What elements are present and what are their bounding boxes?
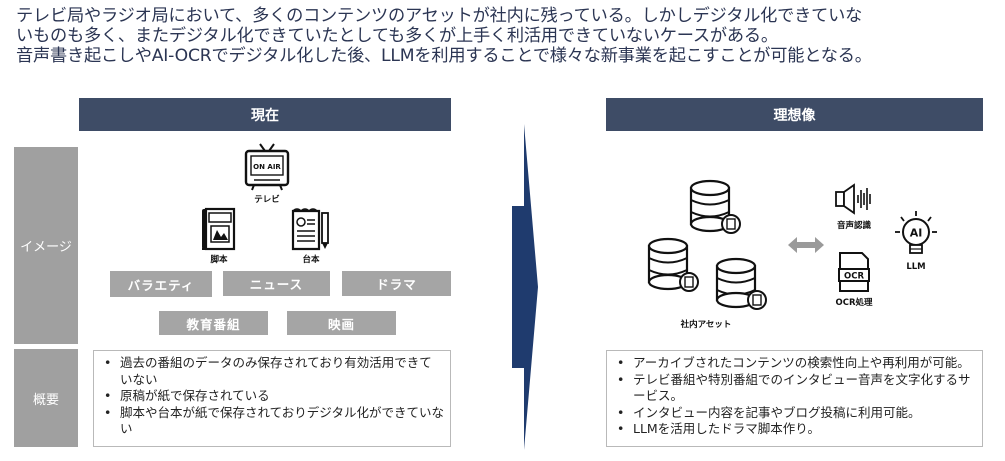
ideal-summary-item: テレビ番組や特別番組でのインタビュー音声を文字化するサービス。 (611, 372, 976, 405)
side-label-summary: 概要 (14, 349, 78, 447)
ideal-summary-item: LLMを活用したドラマ脚本作り。 (611, 421, 976, 438)
current-summary-item: 脚本や台本が紙で保存されておりデジタル化ができていない (98, 405, 444, 438)
ai-bulb-text: AI (910, 227, 923, 240)
assets-label: 社内アセット (680, 320, 732, 330)
database-assets-icon (647, 179, 767, 310)
speech-label: 音声認識 (836, 221, 871, 231)
current-summary-item: 原稿が紙で保存されている (98, 388, 444, 405)
ideal-summary-box: アーカイブされたコンテンツの検索性向上や再利用が可能。 テレビ番組や特別番組での… (606, 350, 983, 447)
chip-news: ニュース (223, 271, 330, 296)
script-label: 脚本 (210, 255, 228, 265)
llm-label: LLM (906, 262, 926, 272)
daihon-document-icon (291, 208, 329, 251)
chip-movie: 映画 (287, 311, 396, 335)
side-label-image: イメージ (14, 147, 78, 344)
database-cylinder-top (689, 179, 741, 234)
current-summary-item: 過去の番組のデータのみ保存されており有効活用できていない (98, 355, 444, 388)
speech-recognition-icon (835, 183, 871, 215)
database-cylinder-right (715, 257, 767, 310)
current-header: 現在 (79, 98, 451, 131)
current-summary-list: 過去の番組のデータのみ保存されており有効活用できていない 原稿が紙で保存されてい… (98, 355, 444, 438)
tv-icon: ON AIR (244, 143, 290, 191)
database-cylinder-left (647, 237, 699, 292)
intro-line-2: いものも多く、またデジタル化できていたとしても多くが上手く利活用できていないケー… (16, 26, 778, 46)
intro-line-1: テレビ局やラジオ局において、多くのコンテンツのアセットが社内に残っている。しかし… (16, 6, 863, 26)
tv-label: テレビ (254, 195, 280, 205)
ocr-document-icon: OCR (838, 252, 870, 292)
script-book-icon (202, 207, 236, 251)
ideal-summary-list: アーカイブされたコンテンツの検索性向上や再利用が可能。 テレビ番組や特別番組での… (611, 355, 976, 438)
current-summary-box: 過去の番組のデータのみ保存されており有効活用できていない 原稿が紙で保存されてい… (93, 350, 451, 447)
tv-screen-text: ON AIR (253, 163, 281, 171)
llm-ai-bulb-icon: AI (895, 211, 937, 254)
ideal-summary-item: アーカイブされたコンテンツの検索性向上や再利用が可能。 (611, 355, 976, 372)
bidirectional-arrow-icon (788, 237, 824, 253)
daihon-label: 台本 (302, 255, 320, 265)
ideal-summary-item: インタビュー内容を記事やブログ投稿に利用可能。 (611, 405, 976, 422)
ideal-header: 理想像 (606, 98, 983, 131)
chip-education: 教育番組 (159, 311, 268, 335)
chip-drama: ドラマ (342, 271, 451, 296)
intro-line-3: 音声書き起こしやAI-OCRでデジタル化した後、LLMを利用することで様々な新事… (16, 46, 872, 66)
transition-arrow-icon (512, 124, 538, 450)
intro-text: テレビ局やラジオ局において、多くのコンテンツのアセットが社内に残っている。しかし… (16, 6, 1001, 66)
ocr-icon-text: OCR (844, 272, 864, 282)
ocr-label: OCR処理 (835, 298, 873, 308)
chip-variety: バラエティ (110, 271, 212, 297)
